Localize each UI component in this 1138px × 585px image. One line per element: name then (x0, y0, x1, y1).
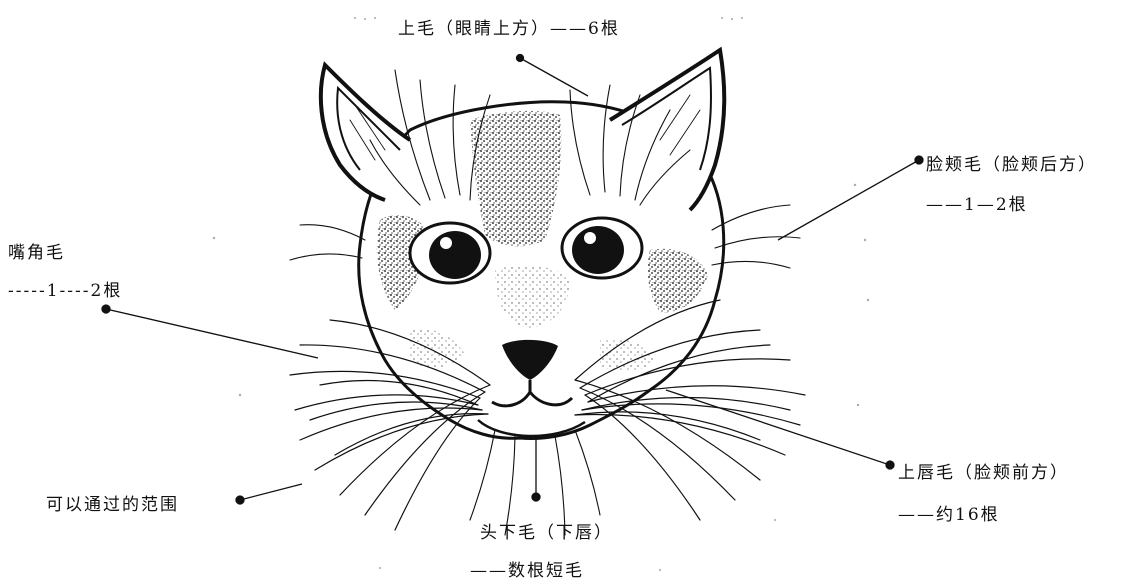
whisker (574, 299, 721, 381)
chin-whisker (504, 435, 516, 536)
chin-whisker (574, 429, 601, 516)
left-eye (408, 221, 492, 285)
cat-mouth (491, 380, 574, 408)
chin-whisker (469, 429, 496, 521)
background-specks (212, 17, 870, 571)
eyebrow-hair (639, 149, 691, 206)
eyebrow-hair (394, 69, 431, 201)
whisker (299, 344, 486, 393)
label-upper-lip-line1: 上唇毛（脸颊前方） (898, 463, 1069, 483)
right-eye (560, 216, 644, 280)
whisker (581, 403, 801, 426)
label-top-whiskers: 上毛（眼睛上方）——6根 (398, 19, 620, 39)
cheek-whisker (714, 236, 801, 249)
cheek-whisker (299, 224, 366, 241)
whisker (574, 413, 786, 456)
eyebrow-hair (419, 79, 446, 199)
label-mouth-corner-line1: 嘴角毛 (8, 243, 65, 263)
whisker (574, 379, 761, 481)
eyebrow-hair (469, 94, 491, 201)
whisker (574, 411, 761, 441)
ear-tuft (669, 109, 701, 156)
label-passable-range: 可以通过的范围 (46, 495, 179, 515)
cat-nose (502, 339, 558, 380)
label-chin-line2: ——数根短毛 (470, 561, 584, 581)
leader-mouth-corner (105, 308, 319, 359)
leader-lines (101, 53, 924, 505)
cat-chin (477, 419, 586, 438)
leader-mouth-corner-dot (101, 304, 111, 314)
eyebrow-hair (569, 89, 591, 196)
whisker (584, 358, 791, 396)
whisker (309, 401, 483, 421)
leader-chin-dot (531, 492, 541, 502)
leader-lip (665, 389, 891, 466)
cheek-whisker (289, 253, 363, 261)
whisker (579, 329, 761, 389)
whisker (339, 384, 491, 496)
whisker (581, 396, 791, 411)
label-upper-lip-line2: ——约16根 (898, 505, 1000, 525)
whisker (587, 385, 806, 403)
whisker (334, 413, 489, 456)
ear-tuft (354, 104, 386, 151)
label-cheek-whiskers-line1: 脸颊毛（脸颊后方） (926, 155, 1097, 175)
leader-top (519, 57, 589, 97)
whisker (314, 413, 489, 471)
eyebrow-hair (619, 94, 641, 197)
cheek-whisker (711, 260, 791, 269)
whiskers-group (289, 204, 806, 536)
label-chin-line1: 头下毛（下唇） (480, 523, 613, 543)
left-ear-inner (336, 85, 401, 171)
leader-range-dot (235, 495, 245, 505)
right-ear-inner (621, 66, 712, 171)
leader-range (239, 483, 303, 501)
label-mouth-corner-line2: -----1----2根 (8, 281, 123, 301)
cheek-whisker (711, 204, 791, 231)
leader-lip-dot (885, 460, 895, 470)
leader-cheek (777, 159, 920, 241)
leader-top-dot (515, 53, 525, 63)
eyebrow-hair (452, 84, 461, 196)
eyebrow-hairs-group (349, 69, 701, 206)
eyebrow-hair (634, 109, 671, 201)
eyebrow-hair (602, 84, 611, 193)
whisker (394, 397, 481, 531)
ear-tuft (659, 94, 691, 141)
ear-tuft (349, 119, 376, 161)
label-cheek-whiskers-line2: ——1—2根 (926, 195, 1028, 215)
whisker (587, 344, 771, 403)
eyebrow-hair (369, 139, 421, 206)
whisker (319, 379, 479, 406)
whisker (329, 319, 491, 386)
chin-whisker (554, 435, 566, 536)
whisker (584, 394, 701, 521)
leader-cheek-dot (914, 155, 924, 165)
left-ear (318, 61, 412, 202)
whisker (289, 370, 481, 399)
